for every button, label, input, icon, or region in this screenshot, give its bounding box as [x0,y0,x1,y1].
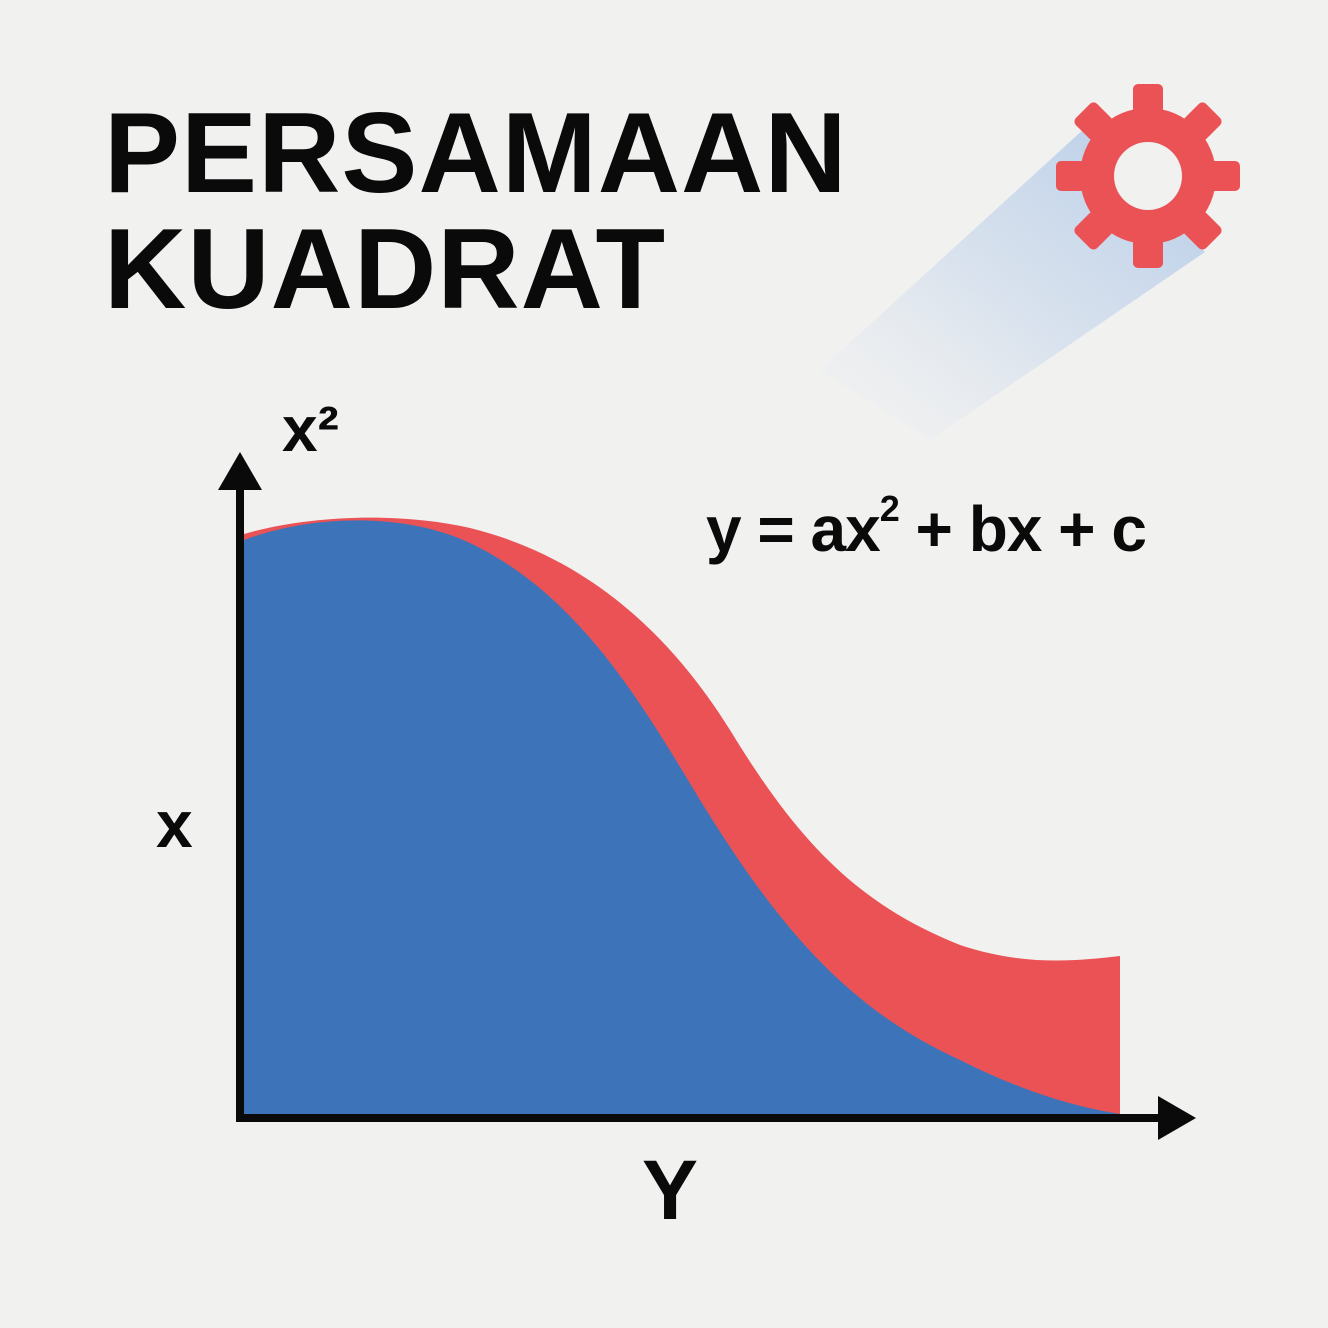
gear-icon [1056,84,1240,268]
vertical-axis-arrow [218,452,262,490]
axes [236,476,1170,1122]
horizontal-axis-label: Y [642,1143,699,1237]
equation-main: y = ax [706,493,881,565]
title-line-1: PERSAMAAN [104,90,848,217]
equation-label: y = ax2 + bx + c [706,488,1147,566]
vertical-axis-side-label: x [156,787,193,861]
blue-area [244,520,1120,1114]
title-line-2: KUADRAT [104,206,667,333]
equation-tail: + bx + c [898,493,1147,565]
vertical-axis-label: x² [282,393,339,465]
horizontal-axis-arrow [1158,1096,1196,1140]
diagram-title: PERSAMAAN KUADRAT [104,96,848,328]
equation-exponent: 2 [879,488,900,529]
